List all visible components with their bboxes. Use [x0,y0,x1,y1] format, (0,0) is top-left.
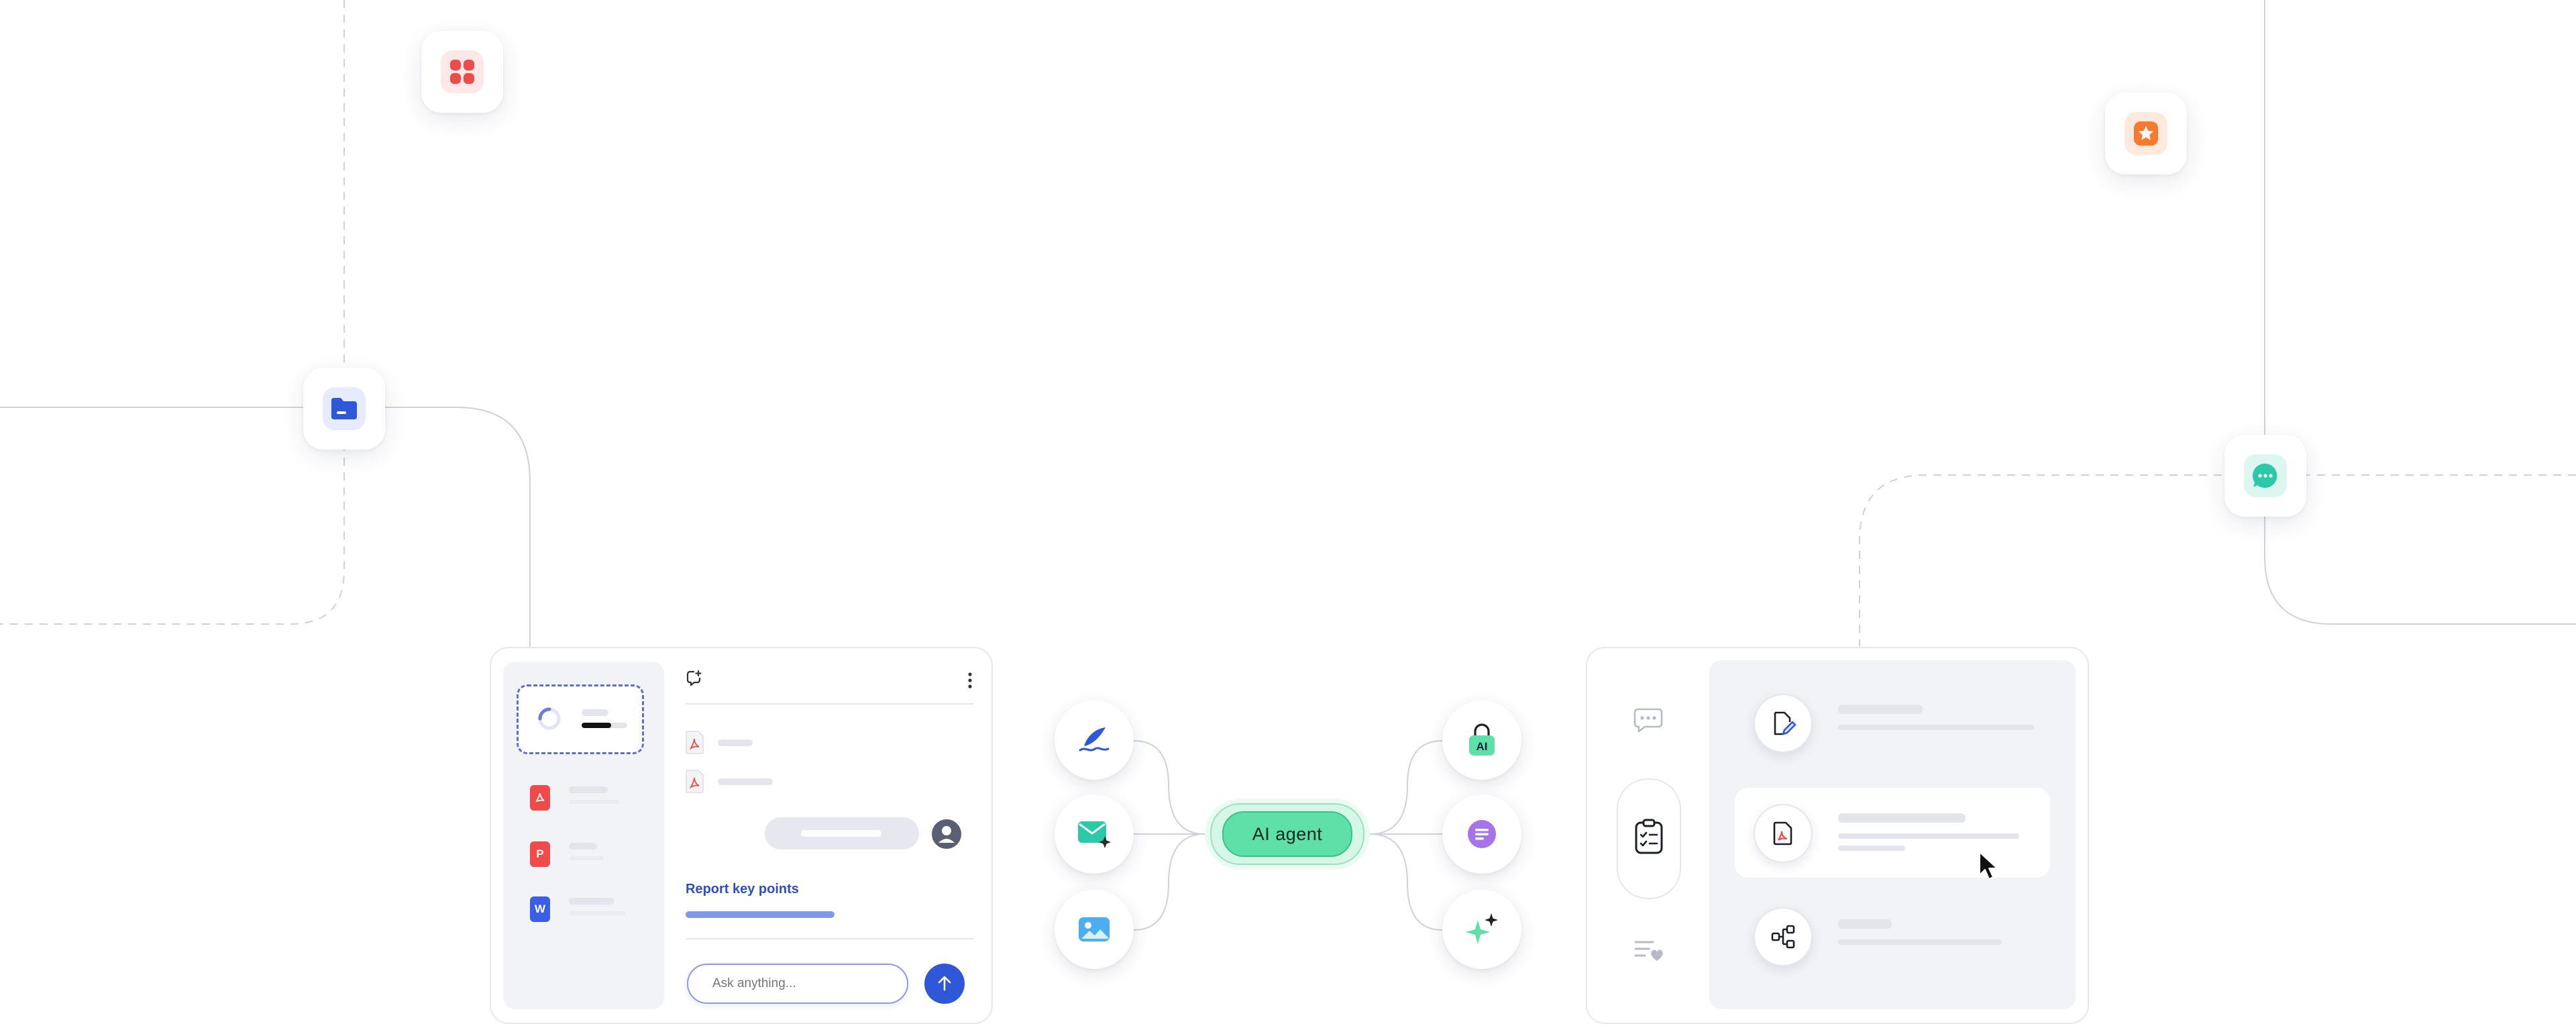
item-subtitle-bar [1838,833,2019,839]
star-badge-icon [2134,121,2158,146]
attachment-pdf-1[interactable] [686,730,820,757]
list-item[interactable] [1735,678,2050,768]
chat-tile[interactable] [2224,435,2306,517]
item-title-bar [1838,705,1923,714]
sparkle-node[interactable] [1442,890,1521,969]
apps-grid-icon [450,60,474,84]
edit-document-icon [1774,711,1796,735]
doc-meta-bar [569,800,619,804]
note-icon [1468,820,1496,848]
attachment-name-bar [718,739,753,746]
writing-node[interactable] [1055,701,1134,780]
star-badge-tile[interactable] [2105,93,2187,174]
doc-meta-bar [569,911,625,915]
apps-tile[interactable] [421,31,503,113]
new-chat-icon[interactable] [686,670,703,687]
send-button[interactable] [924,964,965,1004]
image-node[interactable] [1055,890,1134,969]
folder-tile[interactable] [303,368,385,450]
list-heart-icon[interactable] [1633,937,1665,964]
chat-dots-icon[interactable] [1633,707,1664,734]
response-progress-bar [686,911,835,918]
active-rail-item[interactable] [1617,778,1681,899]
flow-structure-icon [1771,925,1795,949]
item-subtitle-bar [1838,725,2034,730]
pdf-attachment-icon [686,770,704,793]
ai-agent-hub[interactable]: AI agent [1205,799,1370,870]
report-key-points-label: Report key points [686,882,799,896]
ai-security-node[interactable]: AI [1442,701,1521,780]
ai-agent-button[interactable]: AI agent [1222,811,1352,857]
upload-name-bar [582,709,608,716]
sparkle-icon [1466,913,1498,944]
list-item-icon [1754,804,1813,863]
doc-name-bar [569,898,614,905]
document-sidebar: P W [503,662,664,1009]
ai-agent-ring: AI agent [1210,803,1364,865]
word-file-icon: W [530,896,550,922]
header-divider [686,703,974,705]
attachment-pdf-2[interactable] [686,769,820,796]
folder-icon [331,398,357,419]
ai-mail-node[interactable] [1055,794,1134,874]
doc-name-bar [569,786,608,793]
more-menu-icon[interactable] [967,672,973,688]
ai-mail-icon [1078,821,1111,848]
loading-spinner-icon [538,707,561,730]
task-panel [1586,647,2089,1024]
item-title-bar [1838,813,1966,823]
arrow-up-icon [938,976,951,991]
ppt-file-icon: P [530,841,550,867]
doc-name-bar [569,843,597,850]
note-node[interactable] [1442,794,1521,874]
clipboard-checklist-icon [1635,819,1663,854]
image-icon [1079,917,1110,941]
upload-progress-fill [582,723,611,728]
task-list [1709,660,2076,1009]
chat-area: Report key points [686,662,974,1009]
upload-dropzone[interactable] [517,684,644,754]
pdf-file-icon [530,785,550,811]
chat-bubble-icon [2252,463,2277,488]
doc-item-ppt[interactable]: P [530,839,644,874]
document-chat-panel: P W [490,647,993,1024]
upload-progress-track [582,723,627,728]
item-subtitle-bar [1838,939,2002,945]
item-meta-bar [1838,845,1905,851]
message-text-bar [801,830,881,837]
list-item-icon [1754,694,1813,753]
doc-meta-bar [569,856,604,860]
list-item[interactable] [1735,788,2050,880]
doc-item-pdf[interactable] [530,782,644,817]
item-title-bar [1838,919,1892,929]
list-item[interactable] [1735,891,2050,981]
ask-input[interactable] [687,964,908,1004]
attachment-name-bar [718,778,773,785]
pdf-attachment-icon [686,731,704,754]
svg-text:AI: AI [1477,740,1488,753]
user-message-bubble [765,817,919,850]
pdf-document-icon [1773,821,1792,845]
feather-pen-icon [1079,727,1110,752]
list-item-icon [1754,907,1813,966]
ai-lock-icon: AI [1469,723,1495,756]
doc-item-word[interactable]: W [530,894,644,929]
user-avatar-icon [932,819,961,849]
composer-divider [686,938,974,939]
mouse-cursor-icon [1979,852,1998,880]
